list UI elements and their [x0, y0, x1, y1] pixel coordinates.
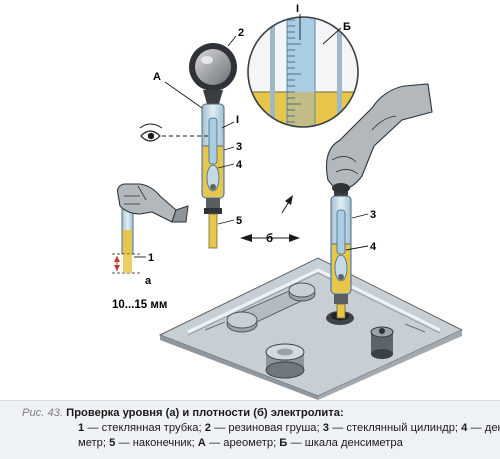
label-1: 1	[148, 252, 154, 264]
legend-item: 5 — наконечник;	[109, 437, 198, 449]
legend-item: метр;	[78, 437, 110, 449]
label-5: 5	[236, 215, 242, 227]
glove-right	[325, 83, 433, 193]
level-dimension	[112, 253, 140, 274]
glove-left	[117, 183, 177, 223]
densimeter-right	[334, 209, 348, 282]
label-A: А	[153, 71, 161, 83]
legend-item: 2 — резиновая груша;	[204, 422, 323, 434]
hand-with-tube	[117, 183, 189, 255]
electrolyte-check-diagram: I Б	[112, 3, 464, 400]
label-gap-10-15mm: 10...15 мм	[112, 299, 167, 311]
battery-right-side	[318, 330, 462, 400]
label-I-top: I	[296, 3, 299, 15]
legend-item: 1 — стеклянная трубка;	[78, 422, 205, 434]
legend-item: 3 — стеклянный цилиндр;	[322, 422, 462, 434]
figure-caption: Рис. 43. Проверка уровня (а) и плотности…	[0, 400, 500, 459]
label-3-right: 3	[370, 209, 376, 221]
label-b: б	[266, 233, 273, 245]
label-I-mid: I	[236, 114, 239, 126]
figure-number: Рис. 43.	[22, 407, 64, 419]
legend-line-2: метр; 5 — наконечник; А — ареометр; Б — …	[22, 436, 492, 451]
densimeter-left	[206, 117, 220, 192]
label-4-right: 4	[370, 241, 377, 253]
figure-title: Проверка уровня (а) и плотности (б) элек…	[66, 407, 344, 419]
legend-item: 4 — денси-	[461, 422, 500, 434]
arrow-b	[240, 195, 300, 242]
rubber-bulb	[189, 43, 237, 104]
hydrometer-right	[330, 176, 352, 319]
cell-connector	[226, 282, 316, 333]
caption-title-line: Рис. 43. Проверка уровня (а) и плотности…	[22, 406, 492, 421]
battery-front-side	[160, 335, 318, 400]
tip-left	[204, 198, 222, 249]
legend-item: А — ареометр;	[197, 437, 280, 449]
battery-terminal-front	[265, 343, 305, 379]
legend-item: Б — шкала денсиметра	[279, 437, 403, 449]
battery-terminal-right	[370, 326, 394, 359]
eye-icon	[139, 123, 163, 142]
magnified-scale-lens	[247, 16, 359, 128]
hydrometer-left	[189, 43, 237, 249]
label-2: 2	[238, 27, 244, 39]
label-a: а	[145, 275, 152, 287]
label-B-top: Б	[343, 21, 351, 33]
label-3-left: 3	[236, 141, 242, 153]
legend-line-1: 1 — стеклянная трубка; 2 — резиновая гру…	[22, 421, 500, 436]
label-4-left: 4	[236, 159, 243, 171]
battery	[158, 257, 464, 400]
